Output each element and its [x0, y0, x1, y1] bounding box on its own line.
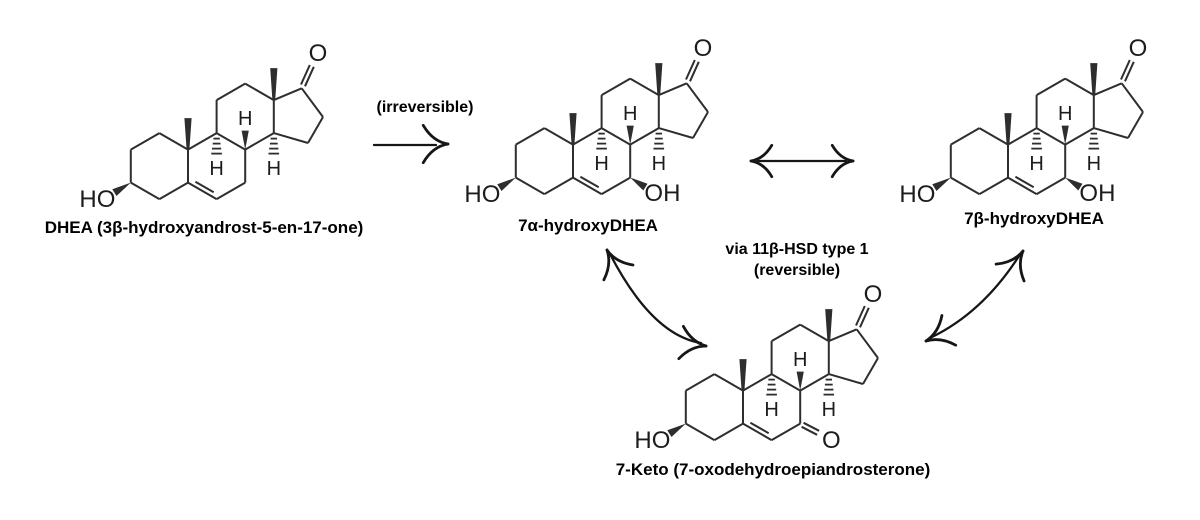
c7-hydroxyl-label: OH [644, 180, 680, 207]
c7-ketone-bond [801, 425, 818, 436]
arrow-head [830, 159, 855, 179]
arrow-head [830, 143, 855, 163]
molecule-label-7b-hydroxydhea: 7β-hydroxyDHEA [964, 209, 1104, 228]
arrow-head [749, 159, 774, 179]
c8-h-wedge [241, 130, 249, 150]
enzyme-label-line1: via 11β-HSD type 1 [725, 241, 869, 258]
c3-hydroxyl-label: HO [79, 186, 115, 213]
arrow-head [421, 142, 450, 165]
c8-h-wedge [1061, 125, 1069, 145]
c3-hydroxyl-wedge [667, 423, 686, 437]
c17-oxygen-label: O [1129, 35, 1148, 62]
c14-hydrogen-label: H [1087, 153, 1101, 175]
c14-hydrogen-label: H [652, 153, 666, 175]
c10-methyl-wedge [184, 118, 192, 150]
arrow-7a-7keto-equilibrium [602, 248, 708, 361]
c13-methyl-wedge [825, 309, 833, 342]
c13-methyl-wedge [655, 63, 663, 96]
c9-hydrogen-label: H [594, 153, 608, 175]
c3-hydroxyl-wedge [497, 177, 516, 191]
c8-hydrogen-label: H [238, 108, 252, 130]
c7-ketone-bond [803, 421, 820, 432]
arrow-head [994, 249, 1025, 266]
arrow-head [421, 123, 450, 146]
structure-dhea: O H H H HO [79, 40, 327, 213]
c17-oxygen-label: O [309, 40, 328, 67]
arrow-shaft [930, 254, 1021, 339]
c7-hydroxyl-label: OH [1079, 180, 1115, 207]
c9-hydrogen-label: H [1029, 153, 1043, 175]
arrow-head [681, 324, 708, 348]
delta5-double-bond [194, 180, 215, 194]
arrow-7keto-7b-equilibrium [924, 249, 1026, 347]
c3-hydroxyl-wedge [112, 182, 131, 196]
arrow-head [1018, 249, 1026, 283]
delta5-double-bond [579, 175, 600, 189]
arrow-7a-7b-equilibrium [749, 143, 855, 179]
c7-hydroxyl-wedge [630, 177, 648, 191]
steroid-ring-bonds [514, 77, 709, 195]
molecule-label-dhea: DHEA (3β-hydroxyandrost-5-en-17-one) [44, 218, 364, 237]
c9-hydrogen-label: H [764, 399, 778, 421]
arrow-head [924, 338, 958, 347]
c13-methyl-wedge [1090, 63, 1098, 96]
c8-hydrogen-label: H [793, 349, 807, 371]
c14-hydrogen-label: H [267, 158, 281, 180]
arrow-dhea-to-7a [372, 123, 450, 165]
c17-ketone-bond [1124, 61, 1135, 82]
c17-ketone-bond [1120, 59, 1131, 80]
arrow-head [749, 143, 774, 163]
c17-oxygen-label: O [864, 281, 883, 308]
delta5-double-bond [749, 421, 770, 435]
c7-hydroxyl-wedge [1065, 177, 1083, 191]
c17-oxygen-label: O [694, 35, 713, 62]
c8-hydrogen-label: H [1058, 103, 1072, 125]
steroid-ring-bonds [684, 323, 879, 441]
c8-h-wedge [626, 125, 634, 145]
c9-hydrogen-label: H [209, 158, 223, 180]
c10-methyl-wedge [569, 113, 577, 145]
c7-oxygen-label: O [822, 427, 841, 454]
c3-hydroxyl-label: HO [634, 427, 670, 454]
molecule-label-7a-hydroxydhea: 7α-hydroxyDHEA [518, 216, 658, 235]
c10-methyl-wedge [1004, 113, 1012, 145]
steroid-ring-bonds [949, 77, 1144, 195]
c8-h-wedge [796, 371, 804, 391]
c3-hydroxyl-wedge [932, 177, 951, 191]
c14-hydrogen-label: H [822, 399, 836, 421]
c10-methyl-wedge [739, 359, 747, 391]
arrow-shaft [608, 252, 703, 345]
steroid-ring-bonds [129, 82, 324, 200]
arrow-head [677, 344, 708, 361]
arrow-head [602, 248, 611, 282]
arrow-label-irreversible: (irreversible) [376, 99, 474, 116]
molecule-label-7-keto: 7-Keto (7-oxodehydroepiandrosterone) [615, 460, 931, 479]
c17-ketone-bond [304, 66, 315, 87]
c17-ketone-bond [300, 64, 311, 85]
c13-methyl-wedge [270, 68, 278, 101]
c3-hydroxyl-label: HO [464, 181, 500, 208]
delta5-double-bond [1014, 175, 1035, 189]
enzyme-label-line2: (reversible) [753, 262, 841, 279]
c17-ketone-bond [855, 305, 866, 326]
c3-hydroxyl-label: HO [899, 181, 935, 208]
c17-ketone-bond [859, 307, 870, 328]
c17-ketone-bond [689, 61, 700, 82]
c17-ketone-bond [685, 59, 696, 80]
c8-hydrogen-label: H [623, 103, 637, 125]
